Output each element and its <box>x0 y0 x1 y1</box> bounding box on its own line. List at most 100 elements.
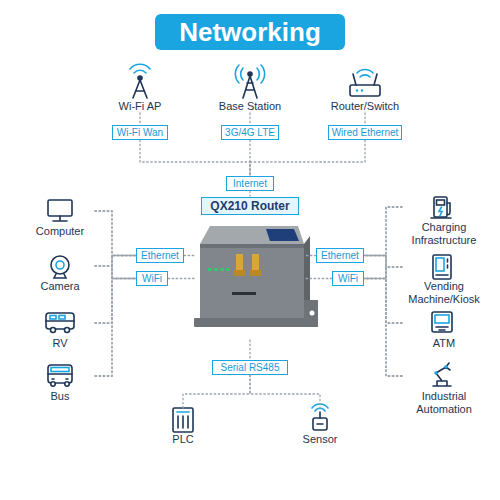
link-tag: Wired Ethernet <box>328 125 402 140</box>
dotted-connector <box>95 256 136 377</box>
led <box>356 89 358 91</box>
node-label: Camera <box>25 280 95 293</box>
client-device: Industrial Automation <box>402 365 486 416</box>
field-device: Sensor <box>290 408 350 446</box>
camera-body <box>51 256 69 274</box>
base-station-icon <box>235 65 264 98</box>
dotted-connector <box>95 279 136 377</box>
node-label: Bus <box>25 390 95 403</box>
charger-body <box>434 197 447 217</box>
node-label: Base Station <box>210 100 290 113</box>
sim-slot <box>232 292 256 295</box>
lens <box>56 261 64 269</box>
signal-arcs <box>130 64 150 73</box>
link-tag: WiFi <box>332 271 364 286</box>
atm-slot <box>436 327 448 330</box>
atm-screen <box>435 315 449 323</box>
camera-icon <box>51 256 69 278</box>
monitor <box>48 200 72 216</box>
camera-stand <box>54 274 66 278</box>
charging-icon <box>431 197 451 218</box>
wheel <box>65 328 70 333</box>
dotted-connector <box>140 140 250 176</box>
atm-body <box>432 312 452 332</box>
joint <box>444 365 448 369</box>
internet-tag: Internet <box>226 176 274 191</box>
tower <box>243 76 257 98</box>
node-label: WiFi <box>137 272 167 285</box>
dotted-connector <box>364 113 365 125</box>
client-device: RV <box>25 312 95 350</box>
charger-screen <box>437 200 445 205</box>
bolt <box>439 207 442 216</box>
dotted-connector <box>95 266 136 279</box>
node-label: Router/Switch <box>320 100 410 113</box>
dotted-connector <box>250 375 320 408</box>
wheel <box>65 382 69 386</box>
dotted-connector <box>306 278 332 279</box>
antenna-connector <box>252 254 259 270</box>
bus-icon <box>48 365 72 386</box>
dotted-connector <box>95 211 136 256</box>
client-device: Vending Machine/Kiosk <box>402 255 486 306</box>
vending-body <box>433 255 451 279</box>
router-edge <box>200 244 304 248</box>
signal-arcs <box>235 65 264 83</box>
dotted-connector <box>250 140 365 176</box>
serial-tag: Serial RS485 <box>212 360 288 375</box>
wheel <box>51 382 55 386</box>
dotted-connector <box>364 207 402 256</box>
node-label: Ethernet <box>137 249 183 262</box>
window <box>50 316 56 320</box>
sensor-stem <box>317 412 323 424</box>
antenna-connector <box>236 254 243 270</box>
dotted-connector <box>184 255 194 256</box>
led <box>361 89 363 91</box>
wheel <box>51 328 56 333</box>
router-top <box>200 226 304 244</box>
mast-top <box>138 76 142 80</box>
node-label: ATM <box>402 337 486 350</box>
router-front <box>200 244 304 320</box>
link-tag: Ethernet <box>136 248 184 263</box>
plc-icon <box>173 408 193 432</box>
bus-details <box>48 374 72 379</box>
client-device: Bus <box>25 365 95 403</box>
router-box <box>350 85 380 96</box>
mast <box>133 80 147 98</box>
plc-leds <box>177 411 189 413</box>
joint <box>434 371 438 375</box>
router-node: QX210 Router <box>194 196 306 340</box>
node-label: Computer <box>25 225 95 238</box>
link-tag: Wi-Fi Wan <box>112 125 168 140</box>
node-label: Serial RS485 <box>213 361 287 374</box>
atm-icon <box>432 312 452 332</box>
dotted-connector <box>364 279 402 377</box>
signal-arcs <box>357 70 373 77</box>
dotted-connector <box>183 375 250 408</box>
node-label: WiFi <box>333 272 363 285</box>
dotted-connector <box>95 256 136 324</box>
plc-modules <box>178 416 188 428</box>
title-banner: Networking <box>155 14 345 50</box>
dotted-connector <box>95 256 136 267</box>
vending-buttons <box>436 259 448 275</box>
node-label: Charging Infrastructure <box>402 221 486 247</box>
stand <box>53 216 67 221</box>
dotted-connector <box>249 340 250 360</box>
rv-stripe <box>46 320 74 322</box>
node-label: 3G/4G LTE <box>222 126 278 139</box>
node-label: Sensor <box>290 433 350 446</box>
node-label: PLC <box>158 433 208 446</box>
computer-icon <box>48 200 72 221</box>
dotted-connector <box>95 211 136 279</box>
link-tag: WiFi <box>136 271 168 286</box>
client-device: ATM <box>402 312 486 350</box>
charger-hose <box>431 203 451 218</box>
rv-icon <box>46 313 74 333</box>
vending-icon <box>433 255 451 279</box>
node-label: Industrial Automation <box>402 390 486 416</box>
window <box>59 316 65 320</box>
